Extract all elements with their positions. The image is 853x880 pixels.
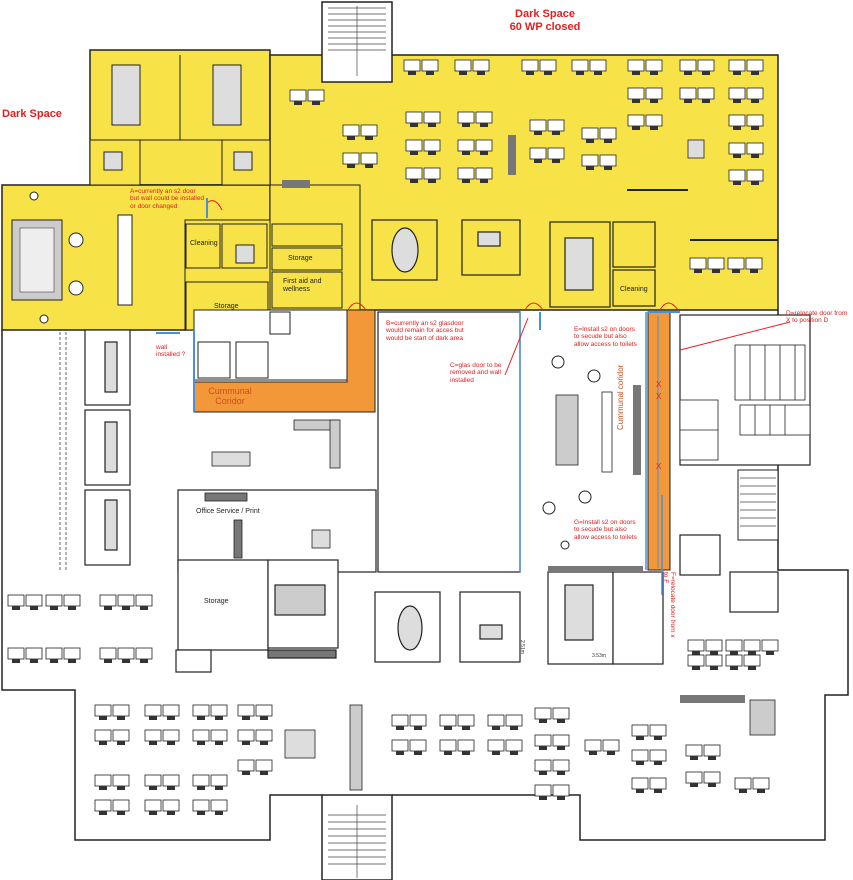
dark-space-title-line2: 60 WP closed <box>509 20 581 33</box>
room-label-storage-mid: Storage <box>214 303 239 310</box>
communal-corridor-label: Cummunal Coridor <box>206 386 254 407</box>
dark-space-title-left: Dark Space <box>2 108 62 120</box>
lower-floor-outline <box>1 310 849 841</box>
room-label-storage-upper: Storage <box>288 255 313 262</box>
toilet-block-center <box>193 309 375 381</box>
top-left-meeting-rooms <box>89 55 271 186</box>
note-c: C=glas door to be removed and wall insta… <box>450 362 502 384</box>
door-markers <box>206 200 679 311</box>
first-aid-line1: First aid and <box>283 278 322 285</box>
office-service-block <box>175 559 339 673</box>
room-label-cleaning-right: Cleaning <box>620 286 648 293</box>
stairs-right <box>737 469 779 541</box>
meeting-rooms-row <box>371 219 656 308</box>
workstation-bottom-left <box>8 594 153 664</box>
lower-meeting-rooms <box>374 534 779 665</box>
room-label-first-aid: First aid and wellness <box>283 278 322 294</box>
x-marker-3: X <box>656 462 662 471</box>
dark-space-title-line1: Dark Space <box>515 8 575 20</box>
note-b: B=currently an s2 glasdoor would remain … <box>386 320 464 342</box>
first-aid-line2: wellness <box>283 286 310 294</box>
x-marker-1: X <box>656 380 662 389</box>
note-d: D=relocate door from X to position D <box>786 310 848 325</box>
dimension-2-51m: 2.51m <box>519 640 525 654</box>
communal-corridor-right <box>647 311 671 571</box>
stairwell-bottom <box>321 794 393 880</box>
note-e: E=Install s2 on doors to secude but also… <box>574 326 637 348</box>
communal-corridor-vertical-label: Cummunal coridor <box>616 364 625 430</box>
communal-corridor-line2: Coridor <box>215 396 245 407</box>
left-lounge <box>11 191 133 324</box>
stairwell-top <box>321 1 393 83</box>
note-a: A=currently an s2 door but wall could be… <box>130 188 205 210</box>
room-label-office-service: Office Service / Print <box>196 508 260 515</box>
communal-corridor-line1: Cummunal <box>208 386 252 396</box>
dark-space-title-top: Dark Space 60 WP closed <box>505 8 585 33</box>
empty-central-area <box>377 311 521 573</box>
left-meeting-rooms <box>84 329 131 566</box>
x-marker-2: X <box>656 392 662 401</box>
annotation-leader-lines <box>504 317 791 376</box>
room-label-cleaning-left: Cleaning <box>190 240 218 247</box>
note-wall: wall installed ? <box>156 344 186 359</box>
room-label-storage-lower: Storage <box>204 598 229 605</box>
toilet-cubicles <box>679 344 811 461</box>
note-g: G=Install s2 on doors to secude but also… <box>574 519 637 541</box>
central-lower-furniture <box>177 419 377 573</box>
note-f: F=relocate door from x to F <box>661 572 676 638</box>
right-middle-lounge <box>542 355 643 571</box>
dimension-3-53m: 3.53m <box>592 653 606 659</box>
